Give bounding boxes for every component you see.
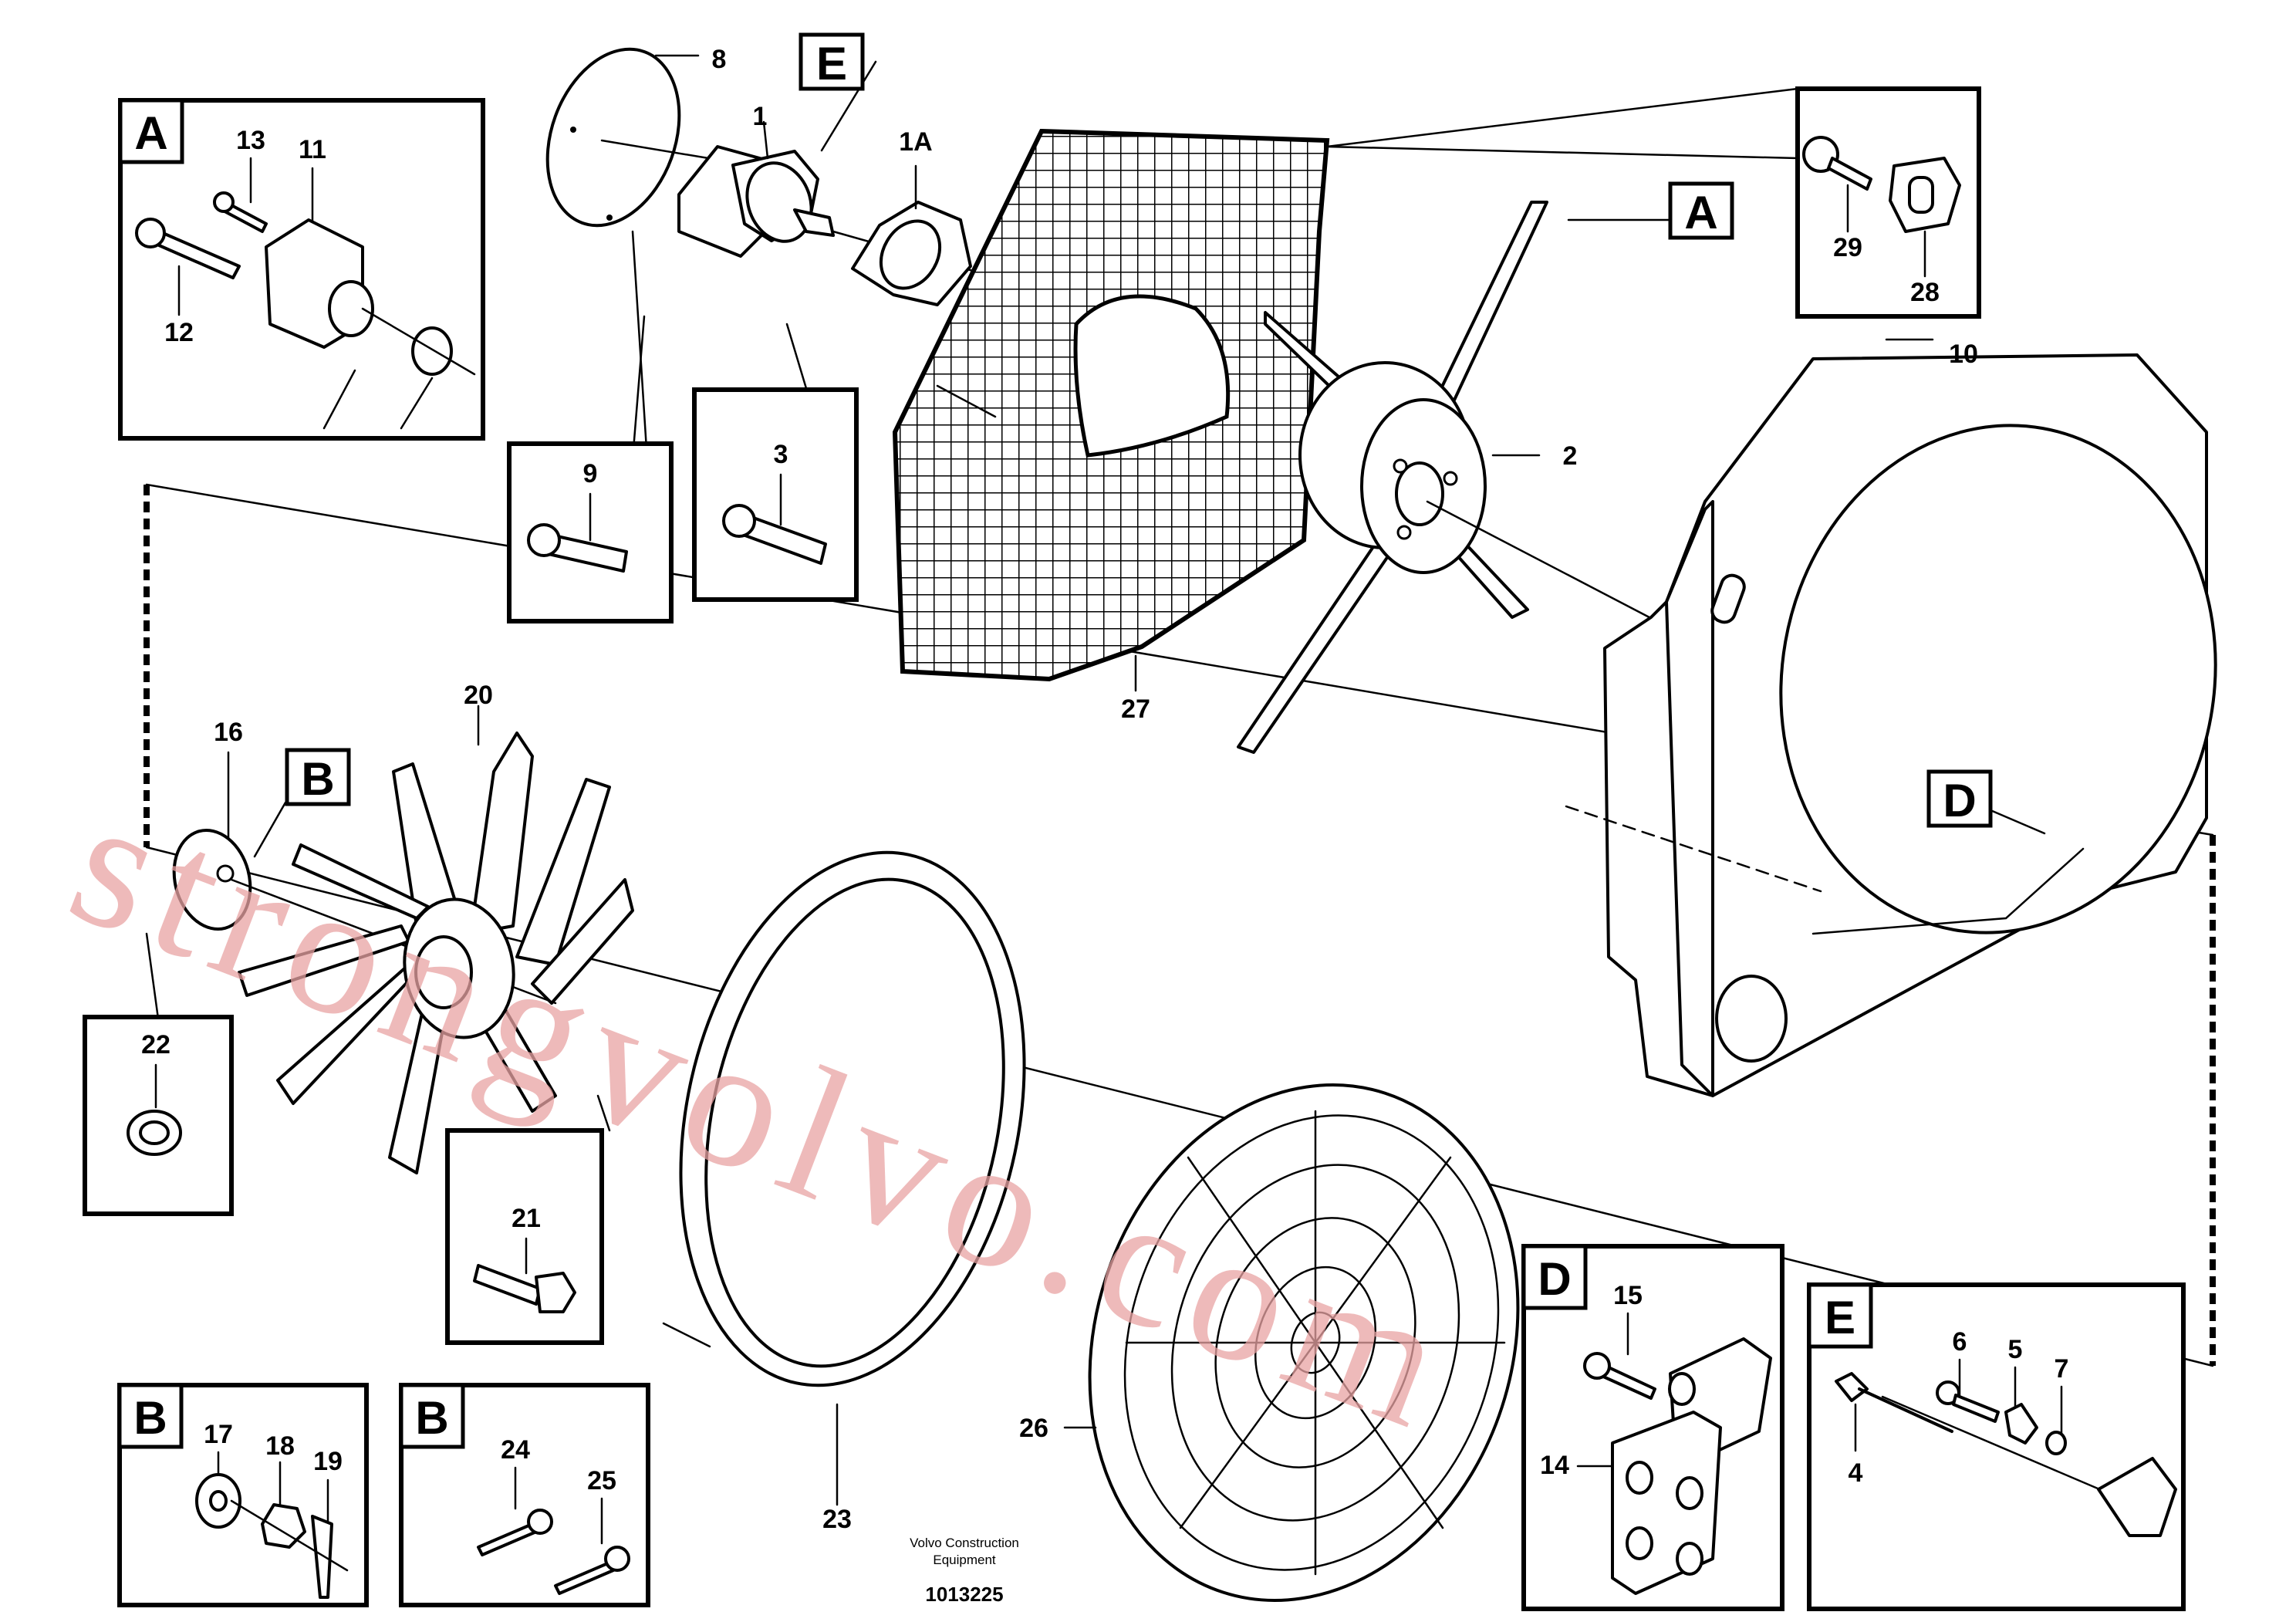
svg-text:5: 5 — [2008, 1335, 2023, 1364]
callout-26: 26 — [1019, 1414, 1048, 1443]
callout-10: 10 — [1949, 340, 1978, 369]
detail-view-d: D 15 14 — [1521, 1244, 1784, 1611]
svg-text:E: E — [1825, 1292, 1855, 1343]
detail-view-21: 21 — [445, 1128, 604, 1345]
svg-text:13: 13 — [236, 126, 265, 155]
svg-text:D: D — [1538, 1253, 1571, 1305]
svg-text:22: 22 — [141, 1030, 171, 1059]
detail-view-9: 9 — [507, 441, 674, 623]
svg-text:4: 4 — [1849, 1458, 1863, 1488]
svg-text:18: 18 — [265, 1431, 295, 1461]
callout-8: 8 — [712, 45, 727, 74]
svg-text:29: 29 — [1833, 233, 1862, 262]
svg-text:B: B — [415, 1392, 448, 1444]
detail-view-b-2: B 24 25 — [399, 1383, 650, 1607]
svg-text:25: 25 — [587, 1466, 616, 1495]
fan-guard — [1063, 1083, 1520, 1602]
svg-text:B: B — [301, 753, 334, 805]
fan-bracket — [1237, 201, 1977, 789]
figure-footer: Volvo Construction Equipment 1013225 — [910, 1536, 1019, 1606]
callout-2: 2 — [1563, 441, 1578, 471]
cover-plate — [545, 47, 742, 228]
publisher-line-1: Volvo Construction — [910, 1536, 1019, 1550]
svg-text:17: 17 — [204, 1420, 233, 1449]
svg-text:3: 3 — [774, 440, 788, 469]
svg-text:21: 21 — [512, 1204, 541, 1233]
cooling-fan — [238, 705, 634, 1174]
callout-16: 16 — [214, 718, 243, 747]
callout-1: 1 — [753, 102, 768, 131]
detail-view-3: 3 — [692, 387, 859, 602]
fan-ring — [662, 850, 1026, 1506]
svg-text:6: 6 — [1953, 1327, 1967, 1357]
reference-tag-e: E — [799, 32, 865, 91]
svg-text:E: E — [816, 38, 847, 90]
svg-text:9: 9 — [583, 459, 598, 488]
svg-text:19: 19 — [313, 1447, 343, 1476]
reference-tag-d: D — [1926, 769, 1993, 828]
reference-tag-a: A — [1668, 181, 1734, 240]
svg-text:A: A — [1684, 187, 1717, 238]
callout-27: 27 — [1121, 694, 1150, 724]
detail-view-b-1: B 17 18 19 — [117, 1383, 369, 1607]
svg-text:12: 12 — [164, 318, 194, 347]
svg-text:14: 14 — [1540, 1451, 1569, 1480]
svg-text:15: 15 — [1613, 1281, 1643, 1310]
reference-tag-b: B — [285, 748, 351, 806]
detail-view-a: A 13 11 12 — [118, 98, 485, 441]
callout-20: 20 — [464, 681, 493, 710]
svg-text:24: 24 — [501, 1435, 530, 1465]
fan-grille — [892, 128, 1330, 692]
svg-text:B: B — [133, 1392, 167, 1444]
callout-1a: 1A — [899, 127, 932, 157]
svg-text:D: D — [1943, 775, 1976, 826]
svg-text:11: 11 — [299, 135, 326, 164]
publisher-line-2: Equipment — [933, 1553, 996, 1567]
callout-23: 23 — [822, 1505, 852, 1534]
gasket — [851, 164, 972, 306]
fan-shroud — [1565, 338, 2217, 1097]
part-callouts: 8 1 1A 27 2 10 16 20 23 26 — [214, 45, 1978, 1534]
detail-view-29-28: 29 28 — [1795, 86, 1981, 319]
svg-text:7: 7 — [2055, 1354, 2069, 1384]
figure-code: 1013225 — [925, 1583, 1003, 1606]
svg-text:A: A — [134, 107, 167, 159]
svg-text:28: 28 — [1910, 278, 1940, 307]
detail-view-e: E 6 5 7 4 — [1807, 1282, 2186, 1611]
detail-view-22: 22 — [83, 1015, 234, 1216]
